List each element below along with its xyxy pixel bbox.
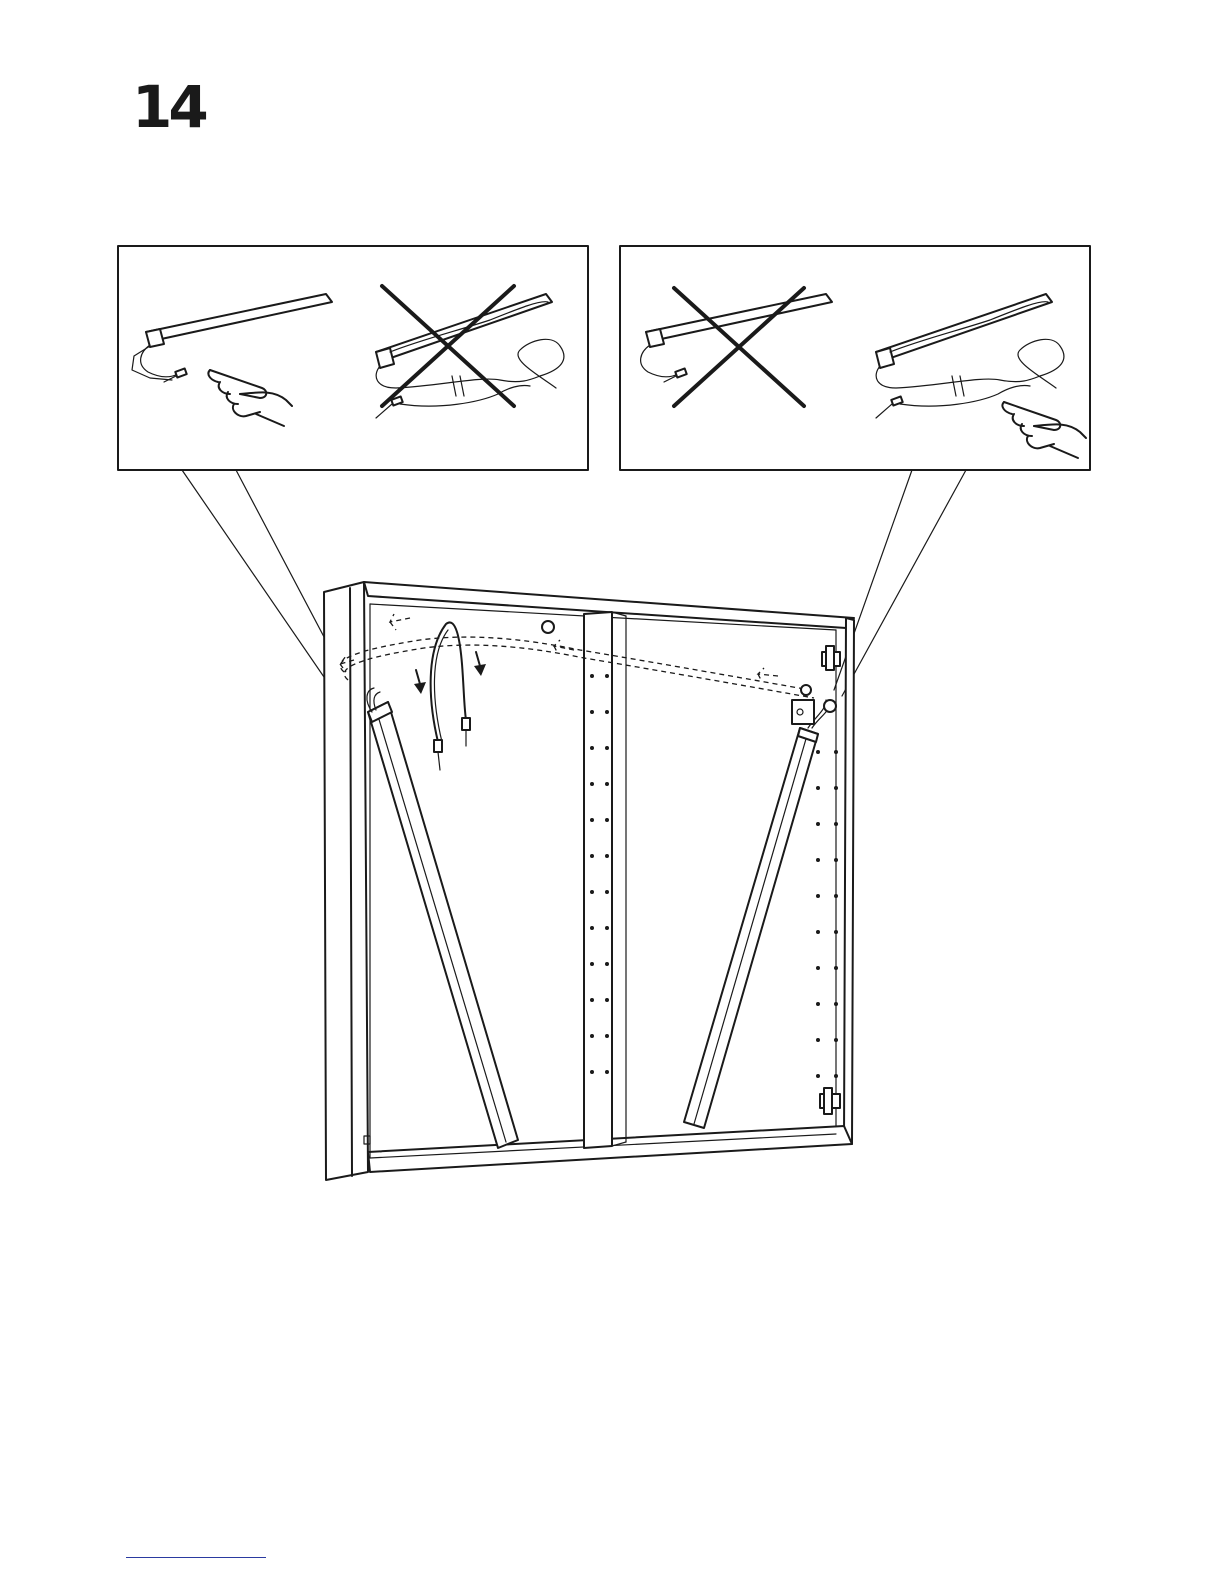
pointing-hand-icon xyxy=(1002,402,1086,458)
hinge-icon xyxy=(822,646,840,670)
loose-cable xyxy=(431,622,470,770)
callout-left-frame xyxy=(118,246,588,470)
cable-hole xyxy=(542,621,554,633)
cabinet-divider xyxy=(584,612,612,1148)
hinge-icon xyxy=(792,685,836,724)
footer-rule xyxy=(126,1557,266,1558)
callout-right-pointer-2 xyxy=(842,470,966,696)
callout-right xyxy=(620,246,1090,696)
connector-icon xyxy=(876,396,903,418)
light-strip-wrong xyxy=(641,294,832,382)
cabinet-right-side xyxy=(844,618,854,1144)
hinge-icon xyxy=(820,1088,840,1114)
cabinet xyxy=(324,582,854,1180)
light-strip-correct xyxy=(132,294,332,382)
hidden-cable-path xyxy=(340,637,810,690)
cross-mark-icon xyxy=(674,288,804,406)
dashed-arrow-left-icon xyxy=(340,614,778,682)
light-strip-wrong xyxy=(376,294,564,418)
light-strip-correct xyxy=(876,294,1064,418)
arrow-down-icon xyxy=(474,652,486,676)
arrow-down-icon xyxy=(414,670,426,694)
pointing-hand-icon xyxy=(208,370,292,426)
callout-left-pointer xyxy=(182,470,348,712)
led-strip-left xyxy=(367,688,518,1148)
led-strip-right xyxy=(684,700,830,1128)
